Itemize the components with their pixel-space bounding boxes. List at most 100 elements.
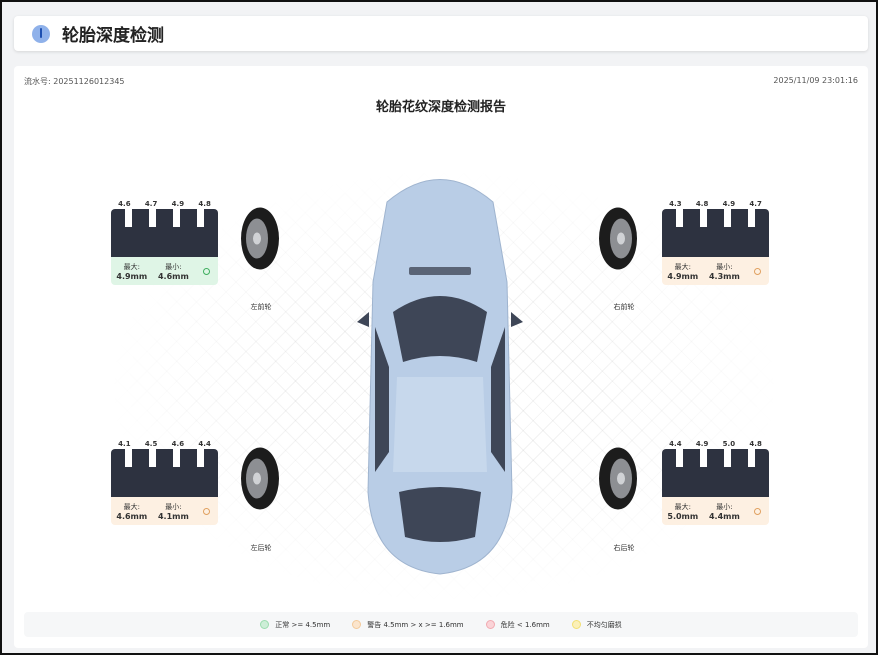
tread-summary: 最大:4.9mm 最小:4.6mm	[111, 257, 218, 285]
legend-danger: 危险 < 1.6mm	[485, 620, 550, 630]
depth-values: 4.6 4.7 4.9 4.8	[111, 200, 218, 209]
max-depth: 最大:4.9mm	[667, 262, 698, 281]
tread-groove	[748, 209, 755, 227]
tread-card-rear-left[interactable]: 4.1 4.5 4.6 4.4 最大:4.6mm 最小:4.1mm	[111, 440, 218, 525]
depth-value: 4.7	[144, 200, 158, 208]
tire-icon	[599, 207, 637, 270]
depth-value: 4.6	[118, 200, 131, 208]
tread-groove	[173, 209, 180, 227]
tread-summary: 最大:5.0mm 最小:4.4mm	[662, 497, 769, 525]
depth-value: 4.1	[118, 440, 131, 448]
tread-groove	[724, 209, 731, 227]
min-value: 4.1mm	[157, 511, 189, 521]
tread-card-rear-right[interactable]: 4.4 4.9 5.0 4.8 最大:5.0mm 最小:4.4mm	[662, 440, 769, 525]
tread-groove	[149, 449, 156, 467]
tread-summary: 最大:4.6mm 最小:4.1mm	[111, 497, 218, 525]
depth-values: 4.4 4.9 5.0 4.8	[662, 440, 769, 449]
depth-value: 4.9	[171, 200, 185, 208]
tread-profile	[662, 449, 769, 497]
max-label: 最大:	[674, 262, 691, 271]
legend-label: 正常 >= 4.5mm	[275, 620, 331, 629]
tread-profile	[111, 449, 218, 497]
depth-value: 4.4	[669, 440, 682, 448]
depth-value: 5.0	[722, 440, 736, 448]
max-depth: 最大:4.6mm	[116, 502, 147, 521]
tread-groove	[173, 449, 180, 467]
depth-value: 4.6	[171, 440, 185, 448]
depth-value: 4.4	[198, 440, 211, 448]
tread-groove	[700, 449, 707, 467]
min-label: 最小:	[716, 262, 733, 271]
danger-icon	[485, 620, 495, 629]
max-label: 最大:	[123, 502, 140, 511]
tread-profile	[111, 209, 218, 257]
depth-value: 4.8	[695, 200, 709, 208]
alert-triangle-icon	[571, 620, 581, 629]
tread-groove	[197, 449, 204, 467]
depth-values: 4.1 4.5 4.6 4.4	[111, 440, 218, 449]
serial-number: 流水号: 20251126012345	[24, 77, 125, 86]
report-panel: 流水号: 20251126012345 2025/11/09 23:01:16 …	[14, 66, 868, 648]
check-circle-icon	[200, 265, 213, 278]
tread-card-front-left[interactable]: 4.6 4.7 4.9 4.8 最大:4.9mm 最小:4.6mm	[111, 200, 218, 285]
tread-profile	[662, 209, 769, 257]
min-depth: 最小:4.3mm	[709, 262, 740, 281]
wheel-label: 左后轮	[250, 544, 272, 552]
min-label: 最小:	[165, 262, 182, 271]
legend-normal: 正常 >= 4.5mm	[260, 620, 330, 630]
tread-card-front-right[interactable]: 4.3 4.8 4.9 4.7 最大:4.9mm 最小:4.3mm	[662, 200, 769, 285]
gauge-icon	[32, 24, 50, 43]
tread-groove	[676, 209, 683, 227]
legend-label: 不均匀磨损	[586, 620, 622, 629]
min-depth: 最小:4.4mm	[709, 502, 740, 521]
tread-groove	[724, 449, 731, 467]
depth-value: 4.9	[722, 200, 736, 208]
car-illustration	[357, 179, 523, 575]
depth-value: 4.5	[144, 440, 158, 448]
min-value: 4.4mm	[708, 511, 740, 521]
min-depth: 最小:4.6mm	[158, 262, 189, 281]
tread-summary: 最大:4.9mm 最小:4.3mm	[662, 257, 769, 285]
max-value: 4.6mm	[116, 511, 148, 521]
min-label: 最小:	[716, 502, 733, 511]
page-header: 轮胎深度检测	[14, 16, 868, 51]
tread-groove	[748, 449, 755, 467]
tire-icon	[241, 447, 279, 510]
legend: 正常 >= 4.5mm 警告 4.5mm > x >= 1.6mm 危险 < 1…	[24, 612, 858, 637]
tread-groove	[125, 209, 132, 227]
timestamp: 2025/11/09 23:01:16	[773, 76, 858, 85]
max-label: 最大:	[123, 262, 140, 271]
min-label: 最小:	[165, 502, 182, 511]
tire-icon	[599, 447, 637, 510]
max-value: 4.9mm	[116, 271, 148, 281]
max-value: 5.0mm	[667, 511, 699, 521]
page-title: 轮胎深度检测	[62, 26, 164, 46]
max-depth: 最大:4.9mm	[116, 262, 147, 281]
depth-value: 4.3	[669, 200, 682, 208]
max-label: 最大:	[674, 502, 691, 511]
tread-groove	[125, 449, 132, 467]
normal-icon	[260, 620, 270, 629]
depth-value: 4.9	[695, 440, 709, 448]
min-depth: 最小:4.1mm	[158, 502, 189, 521]
warning-circle-icon	[751, 265, 764, 278]
max-depth: 最大:5.0mm	[667, 502, 698, 521]
depth-value: 4.8	[198, 200, 211, 208]
legend-warning: 警告 4.5mm > x >= 1.6mm	[352, 620, 464, 630]
warning-icon	[352, 620, 362, 629]
tire-icon	[241, 207, 279, 270]
tread-groove	[197, 209, 204, 227]
depth-value: 4.7	[749, 200, 762, 208]
min-value: 4.3mm	[708, 271, 740, 281]
wheel-label: 右前轮	[613, 303, 635, 311]
wheel-label: 左前轮	[250, 303, 272, 311]
legend-label: 警告 4.5mm > x >= 1.6mm	[367, 620, 464, 629]
tread-groove	[149, 209, 156, 227]
depth-value: 4.8	[749, 440, 762, 448]
max-value: 4.9mm	[667, 271, 699, 281]
report-title: 轮胎花纹深度检测报告	[375, 100, 506, 115]
depth-values: 4.3 4.8 4.9 4.7	[662, 200, 769, 209]
tread-groove	[676, 449, 683, 467]
legend-uneven: 不均匀磨损	[571, 620, 622, 630]
warning-circle-icon	[200, 505, 213, 518]
